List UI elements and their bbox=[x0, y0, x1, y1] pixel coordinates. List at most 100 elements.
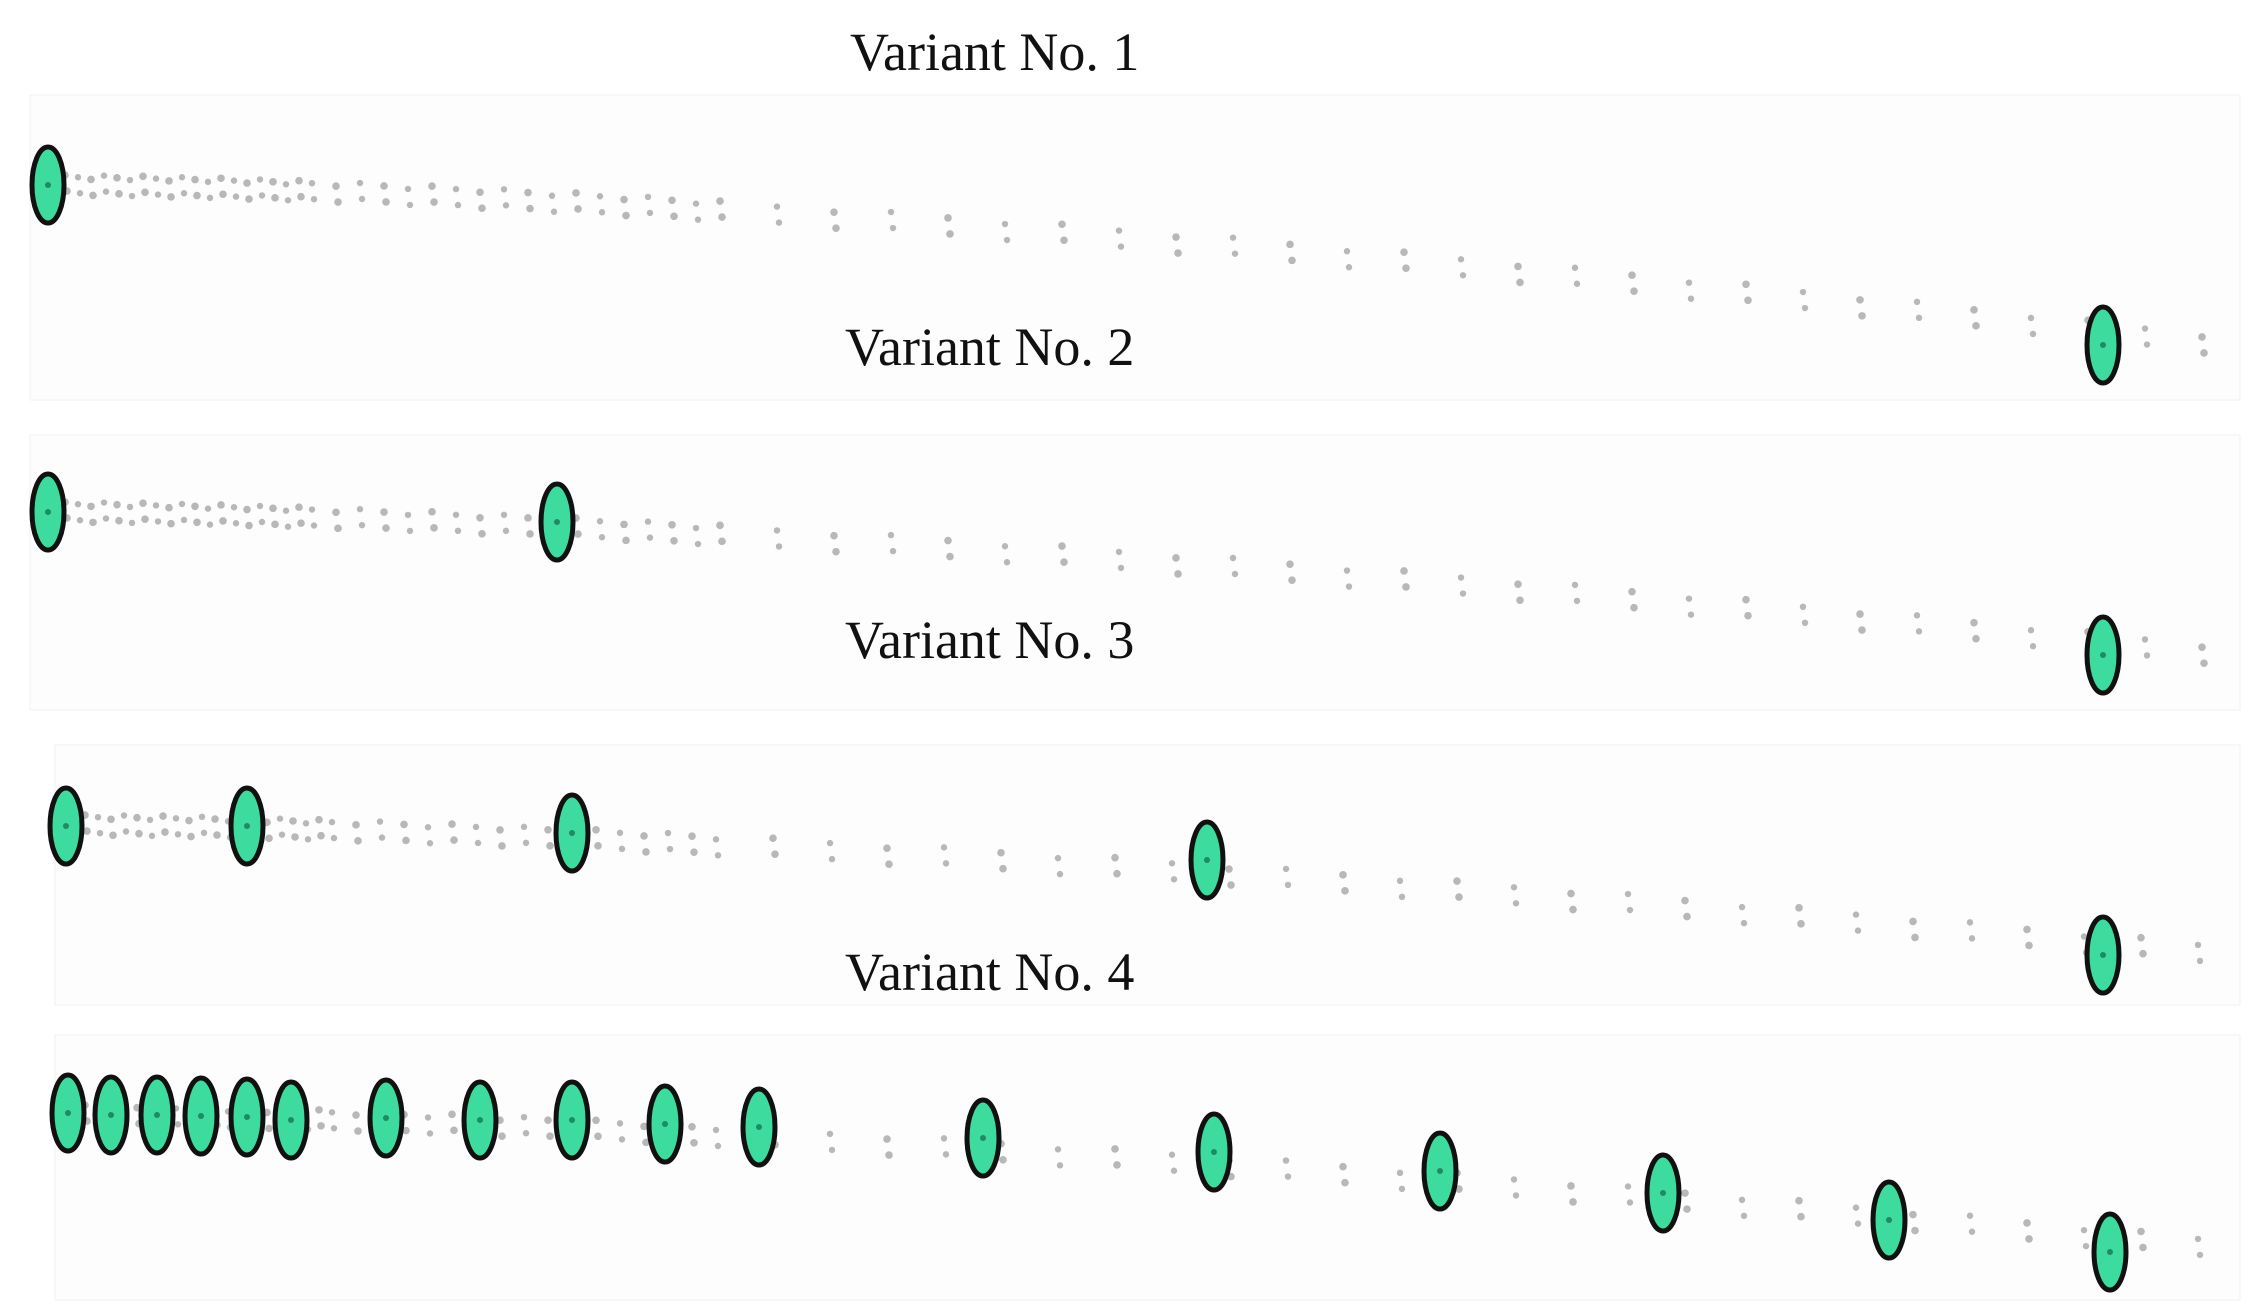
chain-node bbox=[642, 1138, 650, 1147]
chain-node bbox=[141, 188, 149, 197]
chain-node bbox=[332, 508, 340, 517]
chain-node bbox=[159, 812, 167, 820]
chain-node bbox=[1172, 554, 1180, 562]
chain-node bbox=[520, 1113, 528, 1121]
chain-node bbox=[688, 832, 696, 840]
chain-node bbox=[1909, 917, 1917, 926]
chain-node bbox=[2023, 1219, 2031, 1227]
chain-node bbox=[2200, 659, 2208, 667]
chain-node bbox=[2080, 1226, 2088, 1234]
variant-3-background bbox=[54, 744, 2241, 1006]
chain-node bbox=[297, 519, 305, 527]
chain-node bbox=[618, 1136, 626, 1143]
chain-node bbox=[2029, 643, 2037, 650]
chain-node bbox=[946, 552, 954, 561]
chain-node bbox=[232, 520, 240, 527]
chain-node bbox=[450, 1126, 458, 1135]
chain-node bbox=[1571, 581, 1579, 589]
highlighted-node-dot bbox=[1660, 1190, 1666, 1196]
chain-node bbox=[315, 815, 323, 824]
chain-node bbox=[1687, 295, 1695, 302]
chain-node bbox=[666, 845, 674, 853]
chain-node bbox=[402, 836, 410, 845]
highlighted-node-dot bbox=[244, 823, 250, 829]
chain-node bbox=[1683, 1205, 1691, 1213]
chain-node bbox=[354, 837, 362, 845]
chain-node bbox=[297, 192, 305, 201]
chain-node bbox=[544, 826, 552, 834]
chain-node bbox=[191, 502, 199, 511]
chain-node bbox=[1799, 288, 1807, 296]
chain-node bbox=[271, 520, 279, 529]
chain-node bbox=[1172, 233, 1180, 241]
chain-node bbox=[1459, 590, 1467, 597]
chain-node bbox=[1339, 871, 1347, 879]
chain-node bbox=[152, 175, 160, 182]
variant-2-background bbox=[29, 434, 2241, 711]
chain-node bbox=[1687, 611, 1695, 618]
chain-node bbox=[302, 820, 310, 827]
chain-node bbox=[258, 192, 266, 199]
chain-node bbox=[1854, 1220, 1862, 1227]
chain-node bbox=[690, 1138, 698, 1147]
chain-node bbox=[478, 204, 486, 213]
chain-node bbox=[376, 818, 384, 825]
chain-node bbox=[2139, 1243, 2147, 1252]
chain-node bbox=[832, 224, 840, 233]
chain-node bbox=[830, 531, 838, 540]
chain-node bbox=[295, 176, 303, 185]
chain-node bbox=[1970, 306, 1978, 314]
highlighted-node-dot bbox=[2100, 342, 2106, 348]
chain-node bbox=[152, 502, 160, 509]
chain-node bbox=[356, 179, 364, 187]
chain-node bbox=[1516, 278, 1524, 287]
chain-node bbox=[332, 182, 340, 190]
chain-node bbox=[230, 504, 238, 511]
variant-1-title: Variant No. 1 bbox=[850, 22, 1139, 82]
chain-node bbox=[1455, 893, 1463, 901]
variant-2-node-chain bbox=[61, 498, 2208, 667]
chain-node bbox=[646, 534, 654, 541]
chain-node bbox=[380, 182, 388, 190]
chain-node bbox=[1457, 574, 1465, 581]
chain-node bbox=[1111, 853, 1119, 862]
chain-node bbox=[1799, 603, 1807, 611]
chain-node bbox=[174, 831, 182, 838]
chain-node bbox=[256, 502, 264, 510]
chain-node bbox=[354, 1127, 362, 1135]
chain-node bbox=[1685, 279, 1693, 286]
chain-node bbox=[243, 505, 251, 514]
chain-node bbox=[1231, 250, 1239, 257]
chain-node bbox=[141, 515, 149, 523]
chain-node bbox=[885, 860, 893, 868]
variant-1-node-chain bbox=[61, 171, 2208, 357]
variant-3-highlighted-nodes bbox=[47, 785, 2122, 996]
chain-node bbox=[2137, 933, 2145, 942]
variant-2-panel: Variant No. 2 bbox=[29, 317, 2241, 711]
chain-node bbox=[640, 832, 648, 840]
chain-node bbox=[692, 524, 700, 532]
chain-node bbox=[358, 521, 366, 529]
chain-node bbox=[167, 519, 175, 528]
chain-node bbox=[1229, 554, 1237, 562]
chain-node bbox=[178, 174, 186, 181]
chain-node bbox=[1852, 911, 1860, 918]
chain-node bbox=[428, 508, 436, 516]
chain-node bbox=[2137, 1227, 2145, 1236]
chain-node bbox=[1630, 287, 1638, 295]
variant-3-panel: Variant No. 3 bbox=[47, 610, 2241, 1006]
chain-node bbox=[1856, 610, 1864, 618]
chain-node bbox=[550, 208, 558, 215]
chain-node bbox=[616, 829, 624, 837]
highlighted-node-dot bbox=[980, 1135, 986, 1141]
chain-node bbox=[258, 518, 266, 526]
chain-node bbox=[769, 834, 777, 842]
chain-node bbox=[204, 178, 212, 186]
chain-node bbox=[714, 852, 722, 859]
chain-node bbox=[1056, 1162, 1064, 1169]
chain-node bbox=[135, 829, 143, 838]
chain-node bbox=[1168, 1151, 1176, 1158]
chain-node bbox=[352, 1111, 360, 1119]
chain-node bbox=[775, 219, 783, 226]
chain-node bbox=[424, 824, 432, 831]
